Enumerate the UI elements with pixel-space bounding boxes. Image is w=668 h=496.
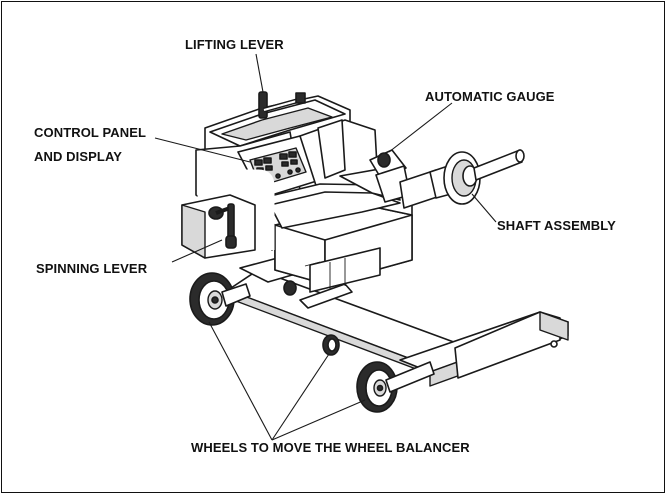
lower-housing: [274, 204, 413, 293]
cart-frame: [227, 251, 569, 387]
label-spinning-lever: SPINNING LEVER: [36, 261, 148, 276]
wheel-middle: [322, 334, 340, 356]
label-control-panel-line2: AND DISPLAY: [34, 149, 123, 164]
wheel-rear-right: [283, 280, 297, 296]
label-control-panel-line1: CONTROL PANEL: [34, 125, 147, 140]
lifting-lever-part: [258, 91, 306, 119]
label-lifting-lever: LIFTING LEVER: [185, 37, 284, 52]
spinning-lever-part: [208, 203, 237, 249]
label-wheels: WHEELS TO MOVE THE WHEEL BALANCER: [191, 440, 470, 455]
label-shaft-assembly: SHAFT ASSEMBLY: [497, 218, 616, 233]
shaft-assembly-part: [399, 149, 525, 209]
leader-lines: [154, 53, 497, 441]
label-automatic-gauge: AUTOMATIC GAUGE: [425, 89, 555, 104]
wheel-front-left: [356, 361, 435, 413]
wheel-rear-left: [189, 272, 251, 326]
